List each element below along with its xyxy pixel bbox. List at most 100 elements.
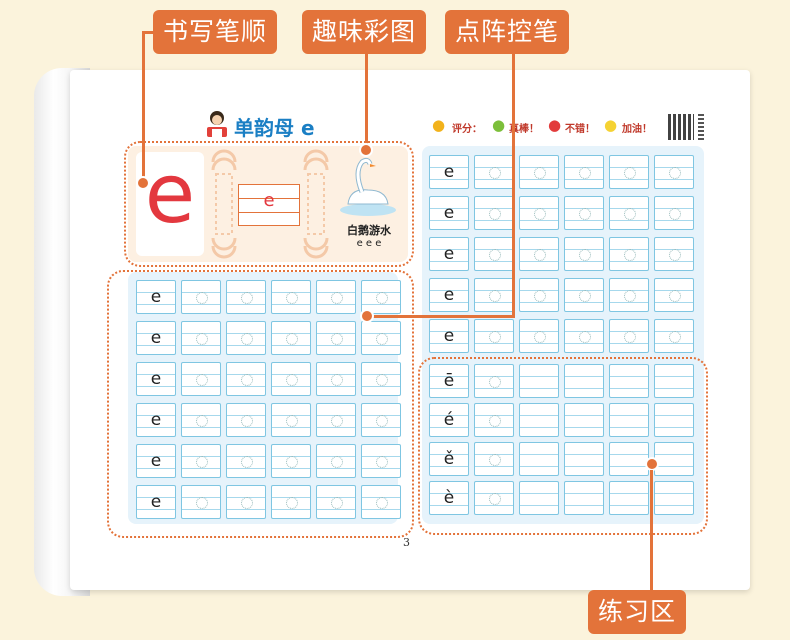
big-letter-box bbox=[136, 152, 204, 256]
picture-caption: 白鹅游水 bbox=[347, 224, 391, 237]
dot-trace-letter bbox=[376, 456, 388, 468]
blank-write-cell bbox=[564, 481, 604, 515]
dot-trace-letter bbox=[286, 292, 298, 304]
trace-cell bbox=[226, 321, 266, 355]
letter-cell: e bbox=[136, 403, 176, 437]
dot-trace-letter bbox=[489, 454, 501, 466]
trace-cell bbox=[181, 403, 221, 437]
dot-trace-letter bbox=[669, 167, 681, 179]
trace-cell bbox=[361, 403, 401, 437]
dot-trace-letter bbox=[286, 415, 298, 427]
row-letter: ē bbox=[443, 371, 455, 391]
blank-write-cell bbox=[519, 481, 559, 515]
dot-trace-letter bbox=[534, 208, 546, 220]
stroke-order-letter: e bbox=[144, 147, 196, 242]
trace-cell bbox=[226, 362, 266, 396]
row-letter: e bbox=[150, 369, 162, 389]
dot-trace-letter bbox=[286, 456, 298, 468]
callout-line-practice-area bbox=[650, 470, 653, 590]
trace-cell bbox=[609, 196, 649, 230]
dot-trace-letter bbox=[241, 333, 253, 345]
dot-trace-letter bbox=[241, 456, 253, 468]
arc-guide-right bbox=[302, 148, 330, 260]
letter-cell: e bbox=[136, 321, 176, 355]
callout-practice-area: 练习区 bbox=[588, 590, 687, 634]
trace-cell bbox=[474, 155, 514, 189]
trace-cell bbox=[474, 278, 514, 312]
blank-write-cell bbox=[609, 442, 649, 476]
trace-cell bbox=[564, 196, 604, 230]
trace-cell bbox=[654, 319, 694, 353]
row-letter: e bbox=[443, 244, 455, 264]
dot-trace-letter bbox=[489, 331, 501, 343]
trace-cell bbox=[609, 319, 649, 353]
dot-trace-letter bbox=[489, 290, 501, 302]
dot-trace-letter bbox=[579, 167, 591, 179]
dot-trace-letter bbox=[669, 249, 681, 261]
trace-cell bbox=[519, 319, 559, 353]
dot-trace-letter bbox=[489, 493, 501, 505]
trace-cell bbox=[316, 403, 356, 437]
qr-side-mark bbox=[698, 114, 704, 140]
tone-trace-cell bbox=[474, 481, 514, 515]
letter-cell: e bbox=[429, 155, 469, 189]
dot-trace-letter bbox=[331, 292, 343, 304]
left-grid-highlight bbox=[107, 270, 414, 538]
dot-trace-letter bbox=[579, 249, 591, 261]
blank-write-cell bbox=[654, 364, 694, 398]
blank-write-cell bbox=[564, 364, 604, 398]
trace-cell bbox=[271, 321, 311, 355]
callout-line-dot-matrix bbox=[512, 54, 515, 318]
trace-cell bbox=[519, 155, 559, 189]
dot-trace-letter bbox=[241, 497, 253, 509]
row-letter: e bbox=[443, 326, 455, 346]
tone-letter-cell: è bbox=[429, 481, 469, 515]
callout-line-dot-matrix-h bbox=[367, 315, 515, 318]
dot-trace-letter bbox=[331, 333, 343, 345]
trace-cell bbox=[564, 278, 604, 312]
dot-trace-letter bbox=[376, 292, 388, 304]
trace-cell bbox=[361, 321, 401, 355]
trace-cell bbox=[181, 321, 221, 355]
row-letter: e bbox=[150, 287, 162, 307]
dot-trace-letter bbox=[376, 374, 388, 386]
pear-icon: ● bbox=[492, 116, 506, 134]
trace-cell bbox=[361, 280, 401, 314]
trace-cell bbox=[361, 485, 401, 519]
dot-trace-letter bbox=[624, 249, 636, 261]
dot-trace-letter bbox=[241, 415, 253, 427]
dot-trace-letter bbox=[286, 497, 298, 509]
dot-trace-letter bbox=[196, 374, 208, 386]
trace-cell bbox=[361, 444, 401, 478]
swan-picture bbox=[336, 154, 400, 220]
dot-trace-letter bbox=[196, 415, 208, 427]
trace-cell bbox=[654, 155, 694, 189]
callout-dot-dot-matrix bbox=[360, 309, 374, 323]
dot-trace-letter bbox=[196, 333, 208, 345]
tone-trace-cell bbox=[474, 364, 514, 398]
rating-wrong: 不错！ bbox=[565, 124, 595, 135]
dot-trace-letter bbox=[376, 497, 388, 509]
trace-cell bbox=[226, 485, 266, 519]
row-letter: e bbox=[443, 162, 455, 182]
dot-trace-letter bbox=[241, 374, 253, 386]
trace-cell bbox=[271, 280, 311, 314]
row-letter: e bbox=[443, 203, 455, 223]
row-letter: e bbox=[150, 410, 162, 430]
letter-cell: e bbox=[136, 280, 176, 314]
qr-code bbox=[668, 114, 694, 140]
dot-trace-letter bbox=[579, 290, 591, 302]
row-letter: é bbox=[443, 410, 455, 430]
dot-trace-letter bbox=[196, 456, 208, 468]
tone-letter-cell: ē bbox=[429, 364, 469, 398]
left-practice-panel bbox=[128, 272, 398, 524]
letter-cell: e bbox=[136, 362, 176, 396]
dot-trace-letter bbox=[241, 292, 253, 304]
callout-line-stroke-order-v bbox=[142, 31, 145, 184]
trace-cell bbox=[271, 362, 311, 396]
blank-write-cell bbox=[519, 364, 559, 398]
trace-cell bbox=[654, 237, 694, 271]
dot-trace-letter bbox=[624, 290, 636, 302]
dot-trace-letter bbox=[489, 415, 501, 427]
dot-trace-letter bbox=[534, 167, 546, 179]
